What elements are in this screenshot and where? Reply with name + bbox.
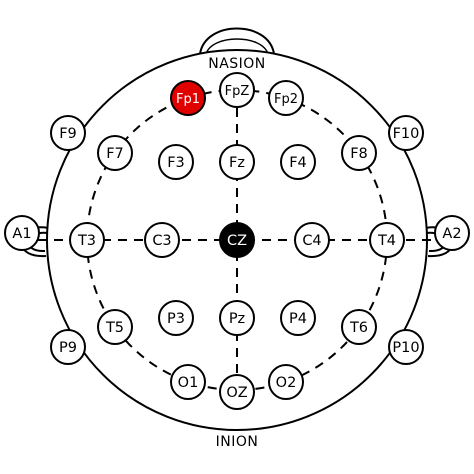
electrode-p4-label: P4 <box>289 311 307 327</box>
electrode-pz-label: Pz <box>229 311 245 327</box>
electrode-fpz-label: FpZ <box>225 84 250 99</box>
electrode-a1-label: A1 <box>12 226 31 242</box>
nasion-label: NASION <box>208 56 266 72</box>
electrode-p10-label: P10 <box>392 340 419 356</box>
electrode-f4: F4 <box>280 144 316 180</box>
electrode-f3-label: F3 <box>167 155 185 171</box>
electrode-t6: T6 <box>341 309 377 345</box>
electrode-cz-label: CZ <box>227 233 247 249</box>
nose-inner <box>205 38 269 55</box>
electrode-f3: F3 <box>158 144 194 180</box>
electrode-fp2: Fp2 <box>268 80 304 116</box>
electrode-fp1: Fp1 <box>170 80 206 116</box>
electrode-c3-label: C3 <box>152 233 171 249</box>
electrode-oz: OZ <box>219 374 255 410</box>
electrode-c3: C3 <box>144 222 180 258</box>
electrode-f10: F10 <box>388 115 424 151</box>
electrode-c4: C4 <box>294 222 330 258</box>
electrode-p10: P10 <box>388 329 424 365</box>
electrode-f10-label: F10 <box>393 126 420 142</box>
electrode-oz-label: OZ <box>226 385 247 401</box>
electrode-f8-label: F8 <box>350 146 368 162</box>
electrode-a2: A2 <box>434 215 470 251</box>
electrode-fp1-label: Fp1 <box>176 92 200 107</box>
electrode-c4-label: C4 <box>302 233 321 249</box>
electrode-fpz: FpZ <box>219 72 255 108</box>
electrode-t5: T5 <box>97 309 133 345</box>
electrode-cz: CZ <box>219 222 255 258</box>
electrode-p3: P3 <box>158 300 194 336</box>
electrode-a1: A1 <box>4 215 40 251</box>
electrode-fz-label: Fz <box>229 155 245 171</box>
electrode-t4: T4 <box>369 222 405 258</box>
inion-label: INION <box>216 434 259 450</box>
electrode-p9: P9 <box>50 329 86 365</box>
electrode-o2: O2 <box>268 364 304 400</box>
electrode-f7: F7 <box>97 135 133 171</box>
electrode-f8: F8 <box>341 135 377 171</box>
electrode-p9-label: P9 <box>59 340 77 356</box>
electrode-f9-label: F9 <box>59 126 77 142</box>
nose-outline <box>199 27 275 55</box>
electrode-a2-label: A2 <box>442 226 461 242</box>
electrode-pz: Pz <box>219 300 255 336</box>
electrode-f7-label: F7 <box>106 146 124 162</box>
electrode-f4-label: F4 <box>289 155 307 171</box>
electrode-t3-label: T3 <box>77 233 96 249</box>
electrode-t6-label: T6 <box>349 320 368 336</box>
electrode-f9: F9 <box>50 115 86 151</box>
electrode-t4-label: T4 <box>377 233 396 249</box>
electrode-t3: T3 <box>69 222 105 258</box>
electrode-o1: O1 <box>170 364 206 400</box>
electrode-t5-label: T5 <box>105 320 124 336</box>
electrode-p3-label: P3 <box>167 311 185 327</box>
electrode-o2-label: O2 <box>276 375 297 391</box>
electrode-p4: P4 <box>280 300 316 336</box>
electrode-fz: Fz <box>219 144 255 180</box>
electrode-o1-label: O1 <box>178 375 199 391</box>
electrode-fp2-label: Fp2 <box>274 92 298 107</box>
